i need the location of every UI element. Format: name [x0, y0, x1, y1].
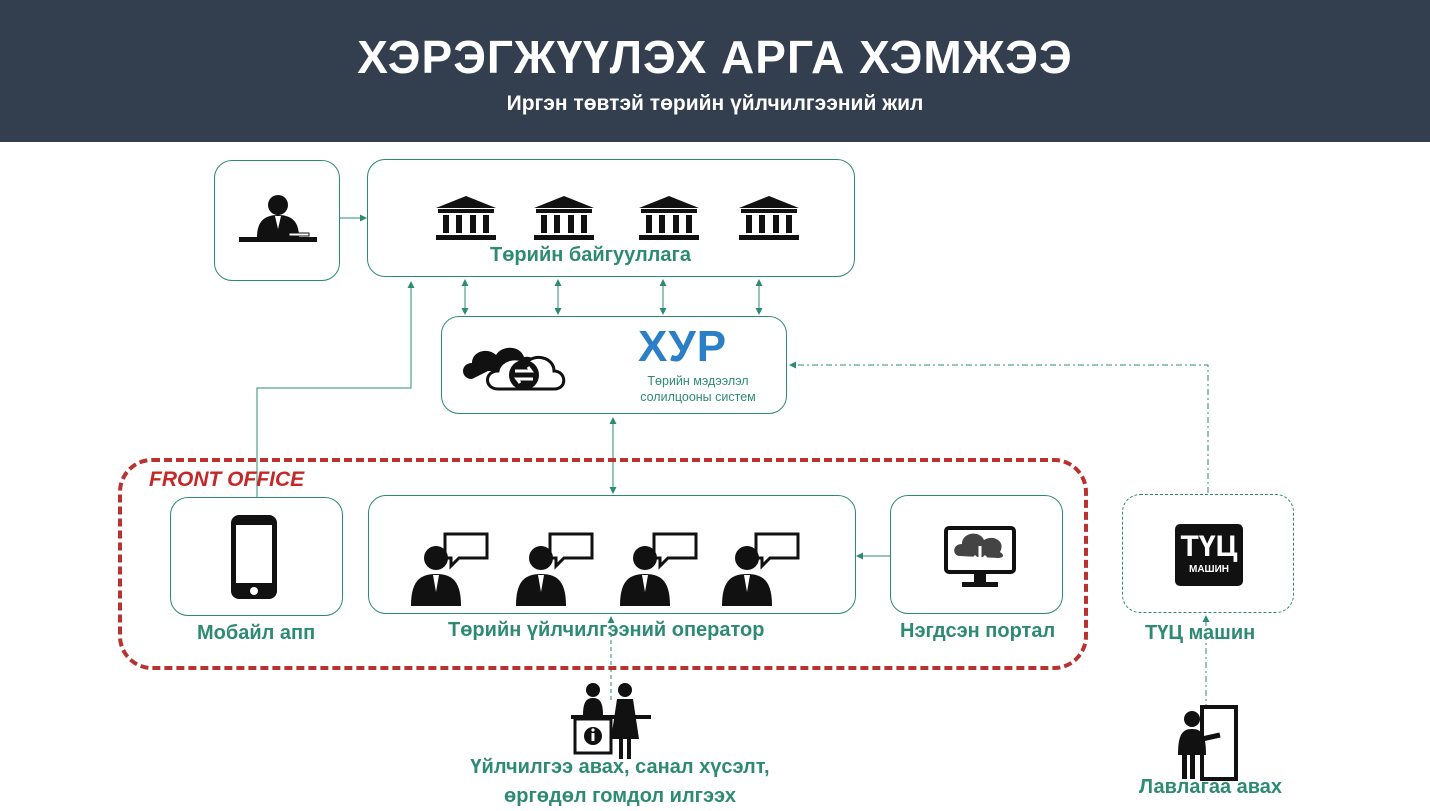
building-icon: [739, 196, 799, 240]
service-request-label: Үйлчилгээ авах, санал хүсэлт, өргөдөл го…: [470, 756, 770, 807]
official-box: [214, 160, 340, 281]
operator-box: [368, 495, 856, 614]
operator-label: Төрийн үйлчилгээний оператор: [448, 619, 765, 641]
khur-box: ХУР Төрийн мэдээлэл солилцооны систем: [441, 316, 787, 414]
portal-label: Нэгдсэн портал: [900, 620, 1056, 642]
portal-box: [890, 495, 1063, 614]
page-title: ХЭРЭГЖҮҮЛЭХ АРГА ХЭМЖЭЭ: [357, 31, 1073, 83]
tuts-logo: ТҮЦ МАШИН: [1175, 524, 1243, 586]
tuts-machine-box: ТҮЦ МАШИН: [1122, 494, 1294, 613]
operator-chat-icon: [722, 532, 800, 606]
operator-chat-icon: [620, 532, 698, 606]
header-banner: ХЭРЭГЖҮҮЛЭХ АРГА ХЭМЖЭЭ Иргэн төвтэй төр…: [0, 0, 1430, 142]
building-icon: [639, 196, 699, 240]
page-subtitle: Иргэн төвтэй төрийн үйлчилгээний жил: [506, 92, 924, 115]
government-org-box: Төрийн байгууллага: [367, 159, 855, 277]
reception-desk-icon: [571, 683, 651, 759]
khur-description: Төрийн мэдээлэл солилцооны систем: [640, 374, 756, 404]
inquiry-label: Лавлагаа авах: [1139, 776, 1283, 798]
building-icon: [534, 196, 594, 240]
operator-chat-icon: [411, 532, 489, 606]
government-org-label: Төрийн байгууллага: [490, 244, 691, 266]
official-desk-icon: [239, 195, 317, 242]
khur-logo: ХУР: [638, 322, 728, 371]
mobile-app-box: [170, 497, 343, 616]
mobile-app-label: Мобайл апп: [197, 622, 316, 644]
building-icon: [436, 196, 496, 240]
smartphone-icon: [231, 515, 277, 599]
front-office-boundary: [118, 458, 1088, 670]
front-office-label: FRONT OFFICE: [149, 468, 305, 491]
kiosk-user-icon: [1178, 705, 1238, 781]
operator-chat-icon: [516, 532, 594, 606]
cloud-sync-icon: [463, 347, 566, 391]
portal-monitor-icon: [944, 526, 1016, 587]
tuts-machine-label: ТҮЦ машин: [1145, 622, 1256, 644]
